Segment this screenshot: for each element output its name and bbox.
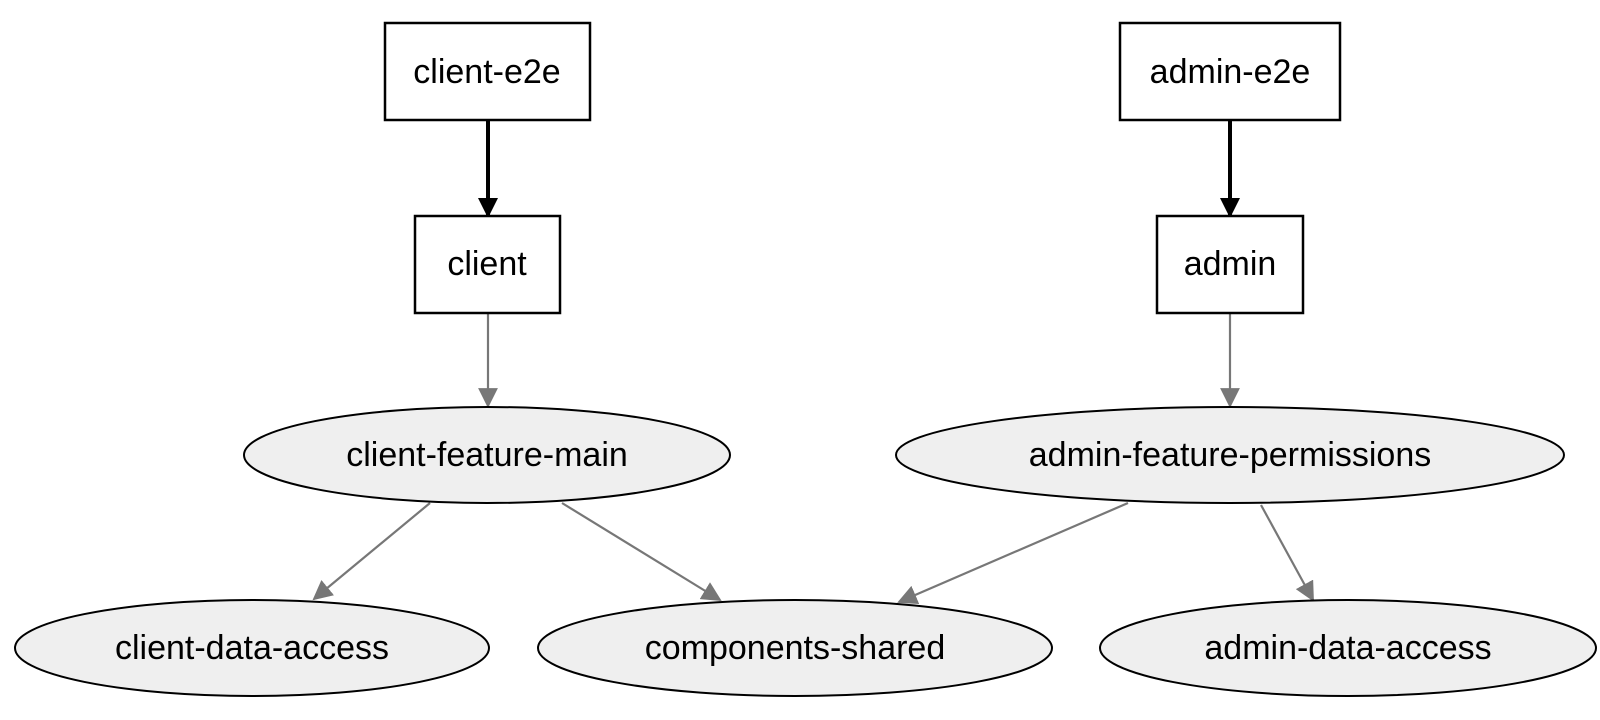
- node-admin-data-access[interactable]: admin-data-access: [1099, 599, 1597, 697]
- node-client[interactable]: client: [413, 214, 562, 315]
- edge-client-feature-main-to-client-data-access: [312, 502, 431, 601]
- edge-admin-feature-permissions-to-components-shared: [897, 501, 1129, 605]
- edges: [312, 120, 1314, 605]
- node-label: components-shared: [645, 629, 946, 667]
- node-client-e2e[interactable]: client-e2e: [383, 21, 592, 122]
- node-label: admin-feature-permissions: [1029, 436, 1432, 474]
- edge-admin-feature-permissions-to-admin-data-access: [1260, 504, 1314, 602]
- node-admin[interactable]: admin: [1155, 214, 1305, 315]
- edge-client-feature-main-to-components-shared: [561, 502, 722, 602]
- node-label: client: [447, 245, 527, 283]
- node-label: admin-e2e: [1150, 53, 1311, 91]
- node-client-feature-main[interactable]: client-feature-main: [243, 406, 731, 504]
- node-components-shared[interactable]: components-shared: [537, 599, 1053, 697]
- node-label: admin-data-access: [1204, 629, 1491, 667]
- node-label: admin: [1184, 245, 1277, 283]
- node-admin-feature-permissions[interactable]: admin-feature-permissions: [895, 406, 1565, 504]
- node-label: client-data-access: [115, 629, 389, 667]
- node-admin-e2e[interactable]: admin-e2e: [1118, 21, 1342, 122]
- node-label: client-feature-main: [346, 436, 628, 474]
- node-label: client-e2e: [413, 53, 560, 91]
- node-client-data-access[interactable]: client-data-access: [14, 599, 490, 697]
